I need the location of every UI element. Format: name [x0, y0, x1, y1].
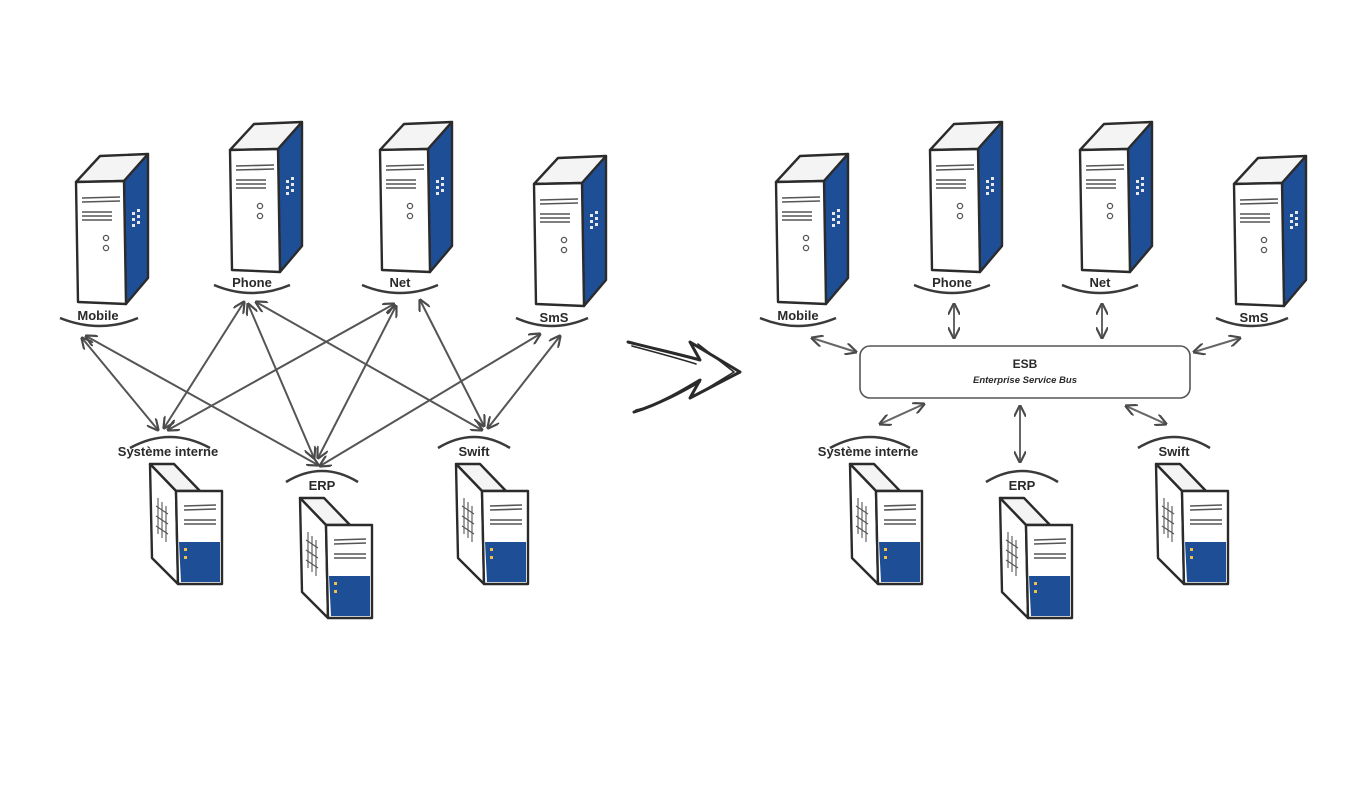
server-icon [74, 152, 150, 306]
right-node-phone: Phone [913, 120, 1004, 295]
node-label: SmS [1240, 310, 1269, 325]
node-arc [985, 469, 1059, 484]
node-arc [437, 435, 511, 450]
left-node-sms: SmS [515, 154, 608, 328]
node-arc [361, 283, 439, 295]
node-label: SmS [540, 310, 569, 325]
sketch-arrow-icon [626, 340, 742, 414]
left-node-net: Net [361, 120, 454, 295]
left-diagram: Mobile Phone Net SmS Système interne ERP [59, 120, 608, 620]
node-label: Phone [932, 275, 972, 290]
link-net-erp [318, 306, 396, 458]
left-connections [82, 300, 560, 466]
node-label: ERP [1009, 478, 1036, 493]
link-sms-esb [1194, 338, 1240, 352]
server-icon [454, 462, 530, 586]
server-icon [532, 154, 608, 308]
node-arc [1137, 435, 1211, 450]
server-icon [148, 462, 224, 586]
link-mobile-systeme [82, 338, 158, 430]
right-node-mobile: Mobile [759, 152, 850, 328]
node-label: Phone [232, 275, 272, 290]
right-connections [812, 304, 1240, 462]
node-arc [59, 316, 139, 328]
node-arc [213, 283, 291, 295]
node-arc [129, 435, 211, 450]
right-node-sms: SmS [1215, 154, 1308, 328]
right-node-erp: ERP [985, 469, 1074, 620]
node-arc [913, 283, 991, 295]
node-arc [515, 316, 589, 328]
node-label: Swift [1158, 444, 1190, 459]
node-label: Mobile [77, 308, 118, 323]
node-label: Système interne [818, 444, 918, 459]
link-mobile-esb [812, 338, 856, 352]
node-label: ERP [309, 478, 336, 493]
node-label: Net [390, 275, 412, 290]
esb-subtitle: Enterprise Service Bus [973, 375, 1077, 386]
left-node-swift: Swift [437, 435, 530, 586]
link-phone-swift [256, 302, 482, 430]
server-icon [1078, 120, 1154, 274]
node-label: Système interne [118, 444, 218, 459]
right-diagram: ESB Enterprise Service Bus Mobile Phone … [759, 120, 1308, 620]
esb-title: ESB [1013, 357, 1038, 371]
server-icon [378, 120, 454, 274]
right-node-systeme: Système interne [818, 435, 924, 586]
node-arc [1061, 283, 1139, 295]
link-swift-esb [1126, 406, 1166, 424]
right-node-swift: Swift [1137, 435, 1230, 586]
node-label: Net [1090, 275, 1112, 290]
node-arc [1215, 316, 1289, 328]
esb-box: ESB Enterprise Service Bus [859, 345, 1191, 399]
server-icon [228, 120, 304, 274]
left-node-erp: ERP [285, 469, 374, 620]
node-arc [829, 435, 911, 450]
server-icon [928, 120, 1004, 274]
server-icon [298, 496, 374, 620]
link-net-swift [420, 300, 484, 426]
node-label: Swift [458, 444, 490, 459]
link-sms-swift [488, 336, 560, 428]
node-arc [285, 469, 359, 484]
server-icon [774, 152, 850, 306]
server-icon [848, 462, 924, 586]
link-systeme-esb [880, 404, 924, 424]
server-icon [998, 496, 1074, 620]
node-label: Mobile [777, 308, 818, 323]
left-node-phone: Phone [213, 120, 304, 295]
node-arc [759, 316, 837, 328]
server-icon [1154, 462, 1230, 586]
server-icon [1232, 154, 1308, 308]
left-node-systeme: Système interne [118, 435, 224, 586]
left-node-mobile: Mobile [59, 152, 150, 328]
right-node-net: Net [1061, 120, 1154, 295]
